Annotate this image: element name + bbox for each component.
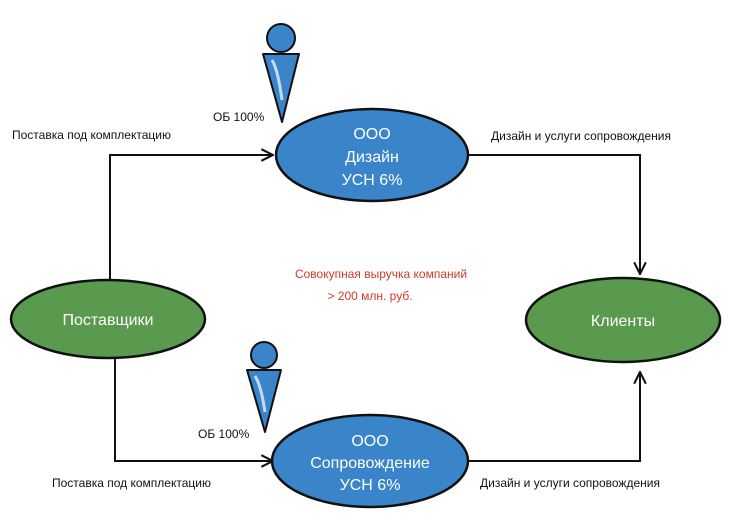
summary-line-1: Совокупная выручка компаний (295, 267, 467, 281)
node-bottom-company-line-1: ООО (351, 433, 388, 450)
edge-suppliers-to-top (109, 155, 273, 282)
node-top-company: ООО Дизайн УСН 6% (274, 107, 470, 203)
edge-top-to-clients (466, 154, 640, 274)
node-bottom-company-line-3: УСН 6% (340, 477, 401, 494)
node-bottom-company-line-2: Сопровождение (310, 455, 430, 472)
summary-line-2: > 200 млн. руб. (327, 289, 412, 303)
edge-suppliers-to-bottom (114, 357, 273, 461)
node-top-company-line-1: ООО (353, 126, 390, 143)
edge-label-suppliers-to-bottom: Поставка под комплектацию (52, 476, 211, 490)
owner-person-icon-top (262, 23, 300, 123)
edge-label-top-to-clients: Дизайн и услуги сопровождения (491, 129, 671, 143)
owner-share-label-bottom: ОБ 100% (198, 427, 250, 441)
edge-bottom-to-clients (468, 372, 640, 462)
node-clients-label: Клиенты (591, 313, 655, 330)
node-top-company-line-3: УСН 6% (342, 172, 403, 189)
edge-label-bottom-to-clients: Дизайн и услуги сопровождения (480, 476, 660, 490)
owner-share-label-top: ОБ 100% (213, 110, 265, 124)
edge-label-suppliers-to-top: Поставка под комплектацию (12, 128, 171, 142)
node-bottom-company: ООО Сопровождение УСН 6% (270, 413, 470, 509)
node-top-company-line-2: Дизайн (345, 149, 399, 166)
owner-person-icon-bottom (246, 341, 282, 433)
node-clients: Клиенты (524, 276, 722, 364)
node-suppliers: Поставщики (9, 278, 207, 360)
node-suppliers-label: Поставщики (63, 312, 154, 329)
